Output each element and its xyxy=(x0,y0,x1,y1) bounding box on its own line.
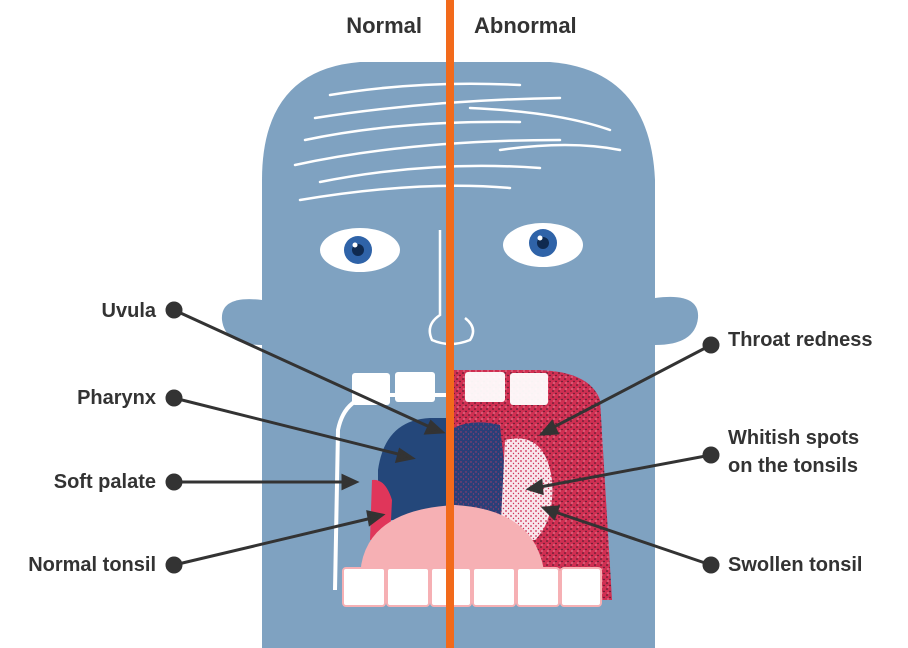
lower-teeth xyxy=(342,567,602,607)
label-uvula: Uvula xyxy=(102,300,157,322)
label-whitish-spots-line2: on the tonsils xyxy=(728,455,858,477)
hair-strokes xyxy=(293,82,622,202)
left-callouts xyxy=(165,301,446,574)
left-eye-icon xyxy=(320,228,400,272)
label-pharynx: Pharynx xyxy=(77,387,156,409)
label-normal-tonsil: Normal tonsil xyxy=(28,554,156,576)
header-normal: Normal xyxy=(346,13,422,38)
mouth xyxy=(333,370,615,607)
label-throat-redness: Throat redness xyxy=(728,329,872,351)
pharynx-area xyxy=(378,418,450,520)
label-soft-palate: Soft palate xyxy=(54,471,156,493)
label-whitish-spots-line1: Whitish spots xyxy=(728,427,859,449)
right-callouts xyxy=(525,336,720,574)
right-eye-icon xyxy=(503,223,583,267)
label-swollen-tonsil: Swollen tonsil xyxy=(728,554,862,576)
right-ear xyxy=(655,296,699,345)
header-abnormal: Abnormal xyxy=(474,13,577,38)
pharynx-abnormal xyxy=(450,422,510,520)
left-ear xyxy=(221,299,262,345)
center-divider xyxy=(446,0,454,648)
